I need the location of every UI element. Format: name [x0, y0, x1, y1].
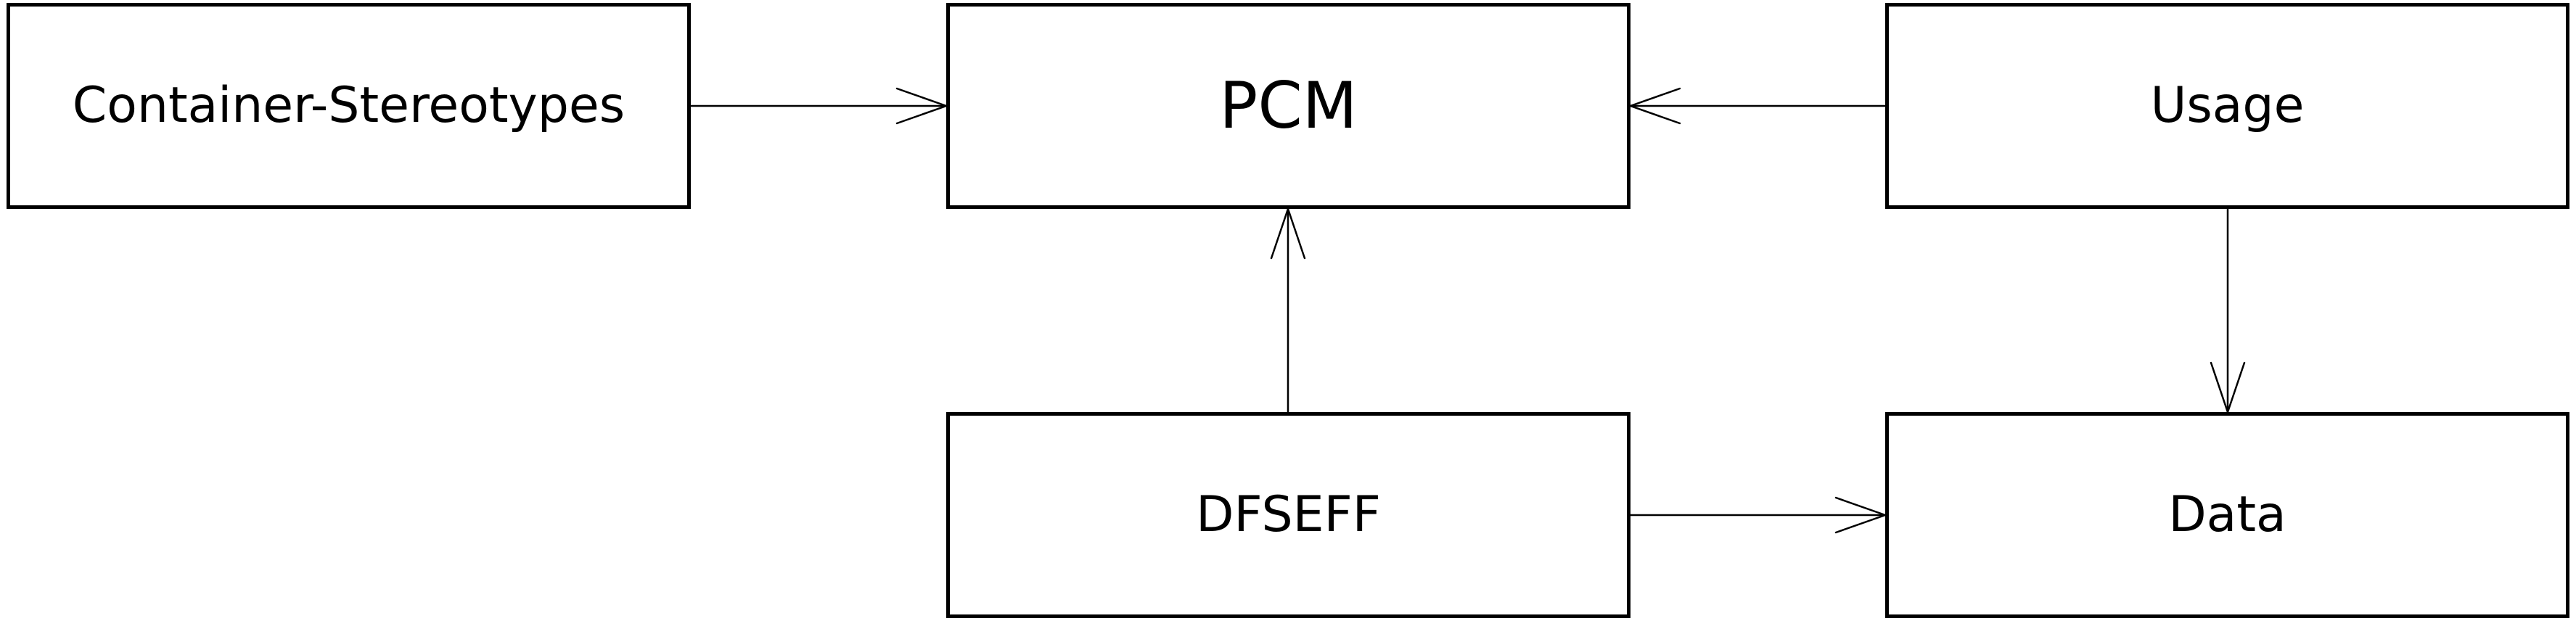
node-data: Data — [1885, 412, 2569, 618]
edge-usage-to-pcm — [1628, 87, 1887, 125]
node-label: Usage — [2150, 77, 2305, 134]
node-label: Container-Stereotypes — [72, 77, 625, 134]
edge-usage-to-data — [2210, 207, 2246, 415]
node-usage: Usage — [1885, 3, 2569, 209]
edge-container-stereotypes-to-pcm — [689, 87, 949, 125]
node-label: PCM — [1219, 68, 1358, 143]
node-label: Data — [2168, 486, 2286, 543]
node-pcm: PCM — [946, 3, 1630, 209]
node-container-stereotypes: Container-Stereotypes — [7, 3, 691, 209]
edge-dfseff-to-pcm — [1270, 206, 1306, 414]
edge-dfseff-to-data — [1629, 496, 1888, 534]
node-label: DFSEFF — [1196, 486, 1381, 543]
node-dfseff: DFSEFF — [946, 412, 1630, 618]
